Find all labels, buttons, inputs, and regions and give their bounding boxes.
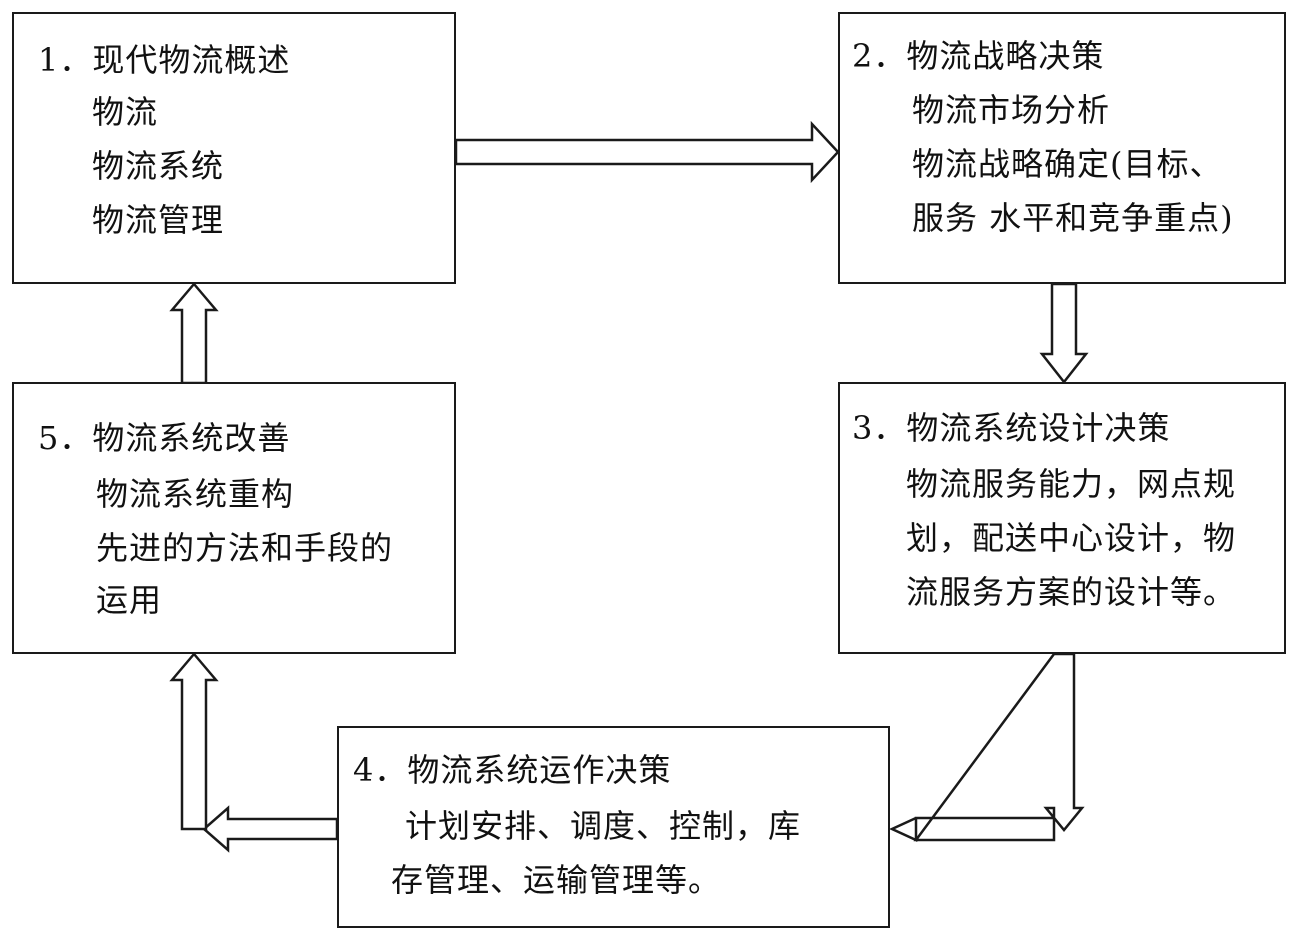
box-logistics-system-design-decision: 3．物流系统设计决策 物流服务能力，网点规 划，配送中心设计，物 流服务方案的设… <box>838 382 1286 654</box>
box2-line-3: 服务 水平和竞争重点) <box>912 199 1234 237</box>
box3-line-1: 物流服务能力，网点规 <box>906 465 1237 503</box>
arrow-box5-to-box1 <box>169 282 219 385</box>
box4-title: 4．物流系统运作决策 <box>353 751 672 789</box>
box1-line-3: 物流管理 <box>92 201 225 239</box>
box2-title: 2．物流战略决策 <box>852 37 1105 75</box>
arrow-box4-to-box5 <box>202 805 339 853</box>
box-logistics-system-operation-decision: 4．物流系统运作决策 计划安排、调度、控制，库 存管理、运输管理等。 <box>337 726 890 928</box>
box-modern-logistics-overview: 1．现代物流概述 物流 物流系统 物流管理 <box>12 12 456 284</box>
box4-line-1: 计划安排、调度、控制，库 <box>405 807 802 845</box>
box3-line-2: 划，配送中心设计，物 <box>906 519 1237 557</box>
box2-line-1: 物流市场分析 <box>912 91 1111 129</box>
box5-line-3: 运用 <box>96 581 163 619</box>
box5-title: 5．物流系统改善 <box>38 419 291 457</box>
box4-line-2: 存管理、运输管理等。 <box>391 861 722 899</box>
arrow-box3-to-box4 <box>888 652 1085 842</box>
box3-title: 3．物流系统设计决策 <box>852 409 1171 447</box>
box2-line-2: 物流战略确定(目标、 <box>912 145 1223 183</box>
box1-line-1: 物流 <box>92 93 159 131</box>
box5-line-1: 物流系统重构 <box>96 475 295 513</box>
box1-title: 1．现代物流概述 <box>38 41 291 79</box>
arrow-box4-to-box5-vertical <box>169 652 219 831</box>
box-logistics-system-improvement: 5．物流系统改善 物流系统重构 先进的方法和手段的 运用 <box>12 382 456 654</box>
arrow-box2-to-box3 <box>1039 282 1089 385</box>
box1-line-2: 物流系统 <box>92 147 225 185</box>
box5-line-2: 先进的方法和手段的 <box>96 529 394 567</box>
box-logistics-strategy-decision: 2．物流战略决策 物流市场分析 物流战略确定(目标、 服务 水平和竞争重点) <box>838 12 1286 284</box>
box3-line-3: 流服务方案的设计等。 <box>906 573 1237 611</box>
arrow-box1-to-box2 <box>454 120 840 184</box>
